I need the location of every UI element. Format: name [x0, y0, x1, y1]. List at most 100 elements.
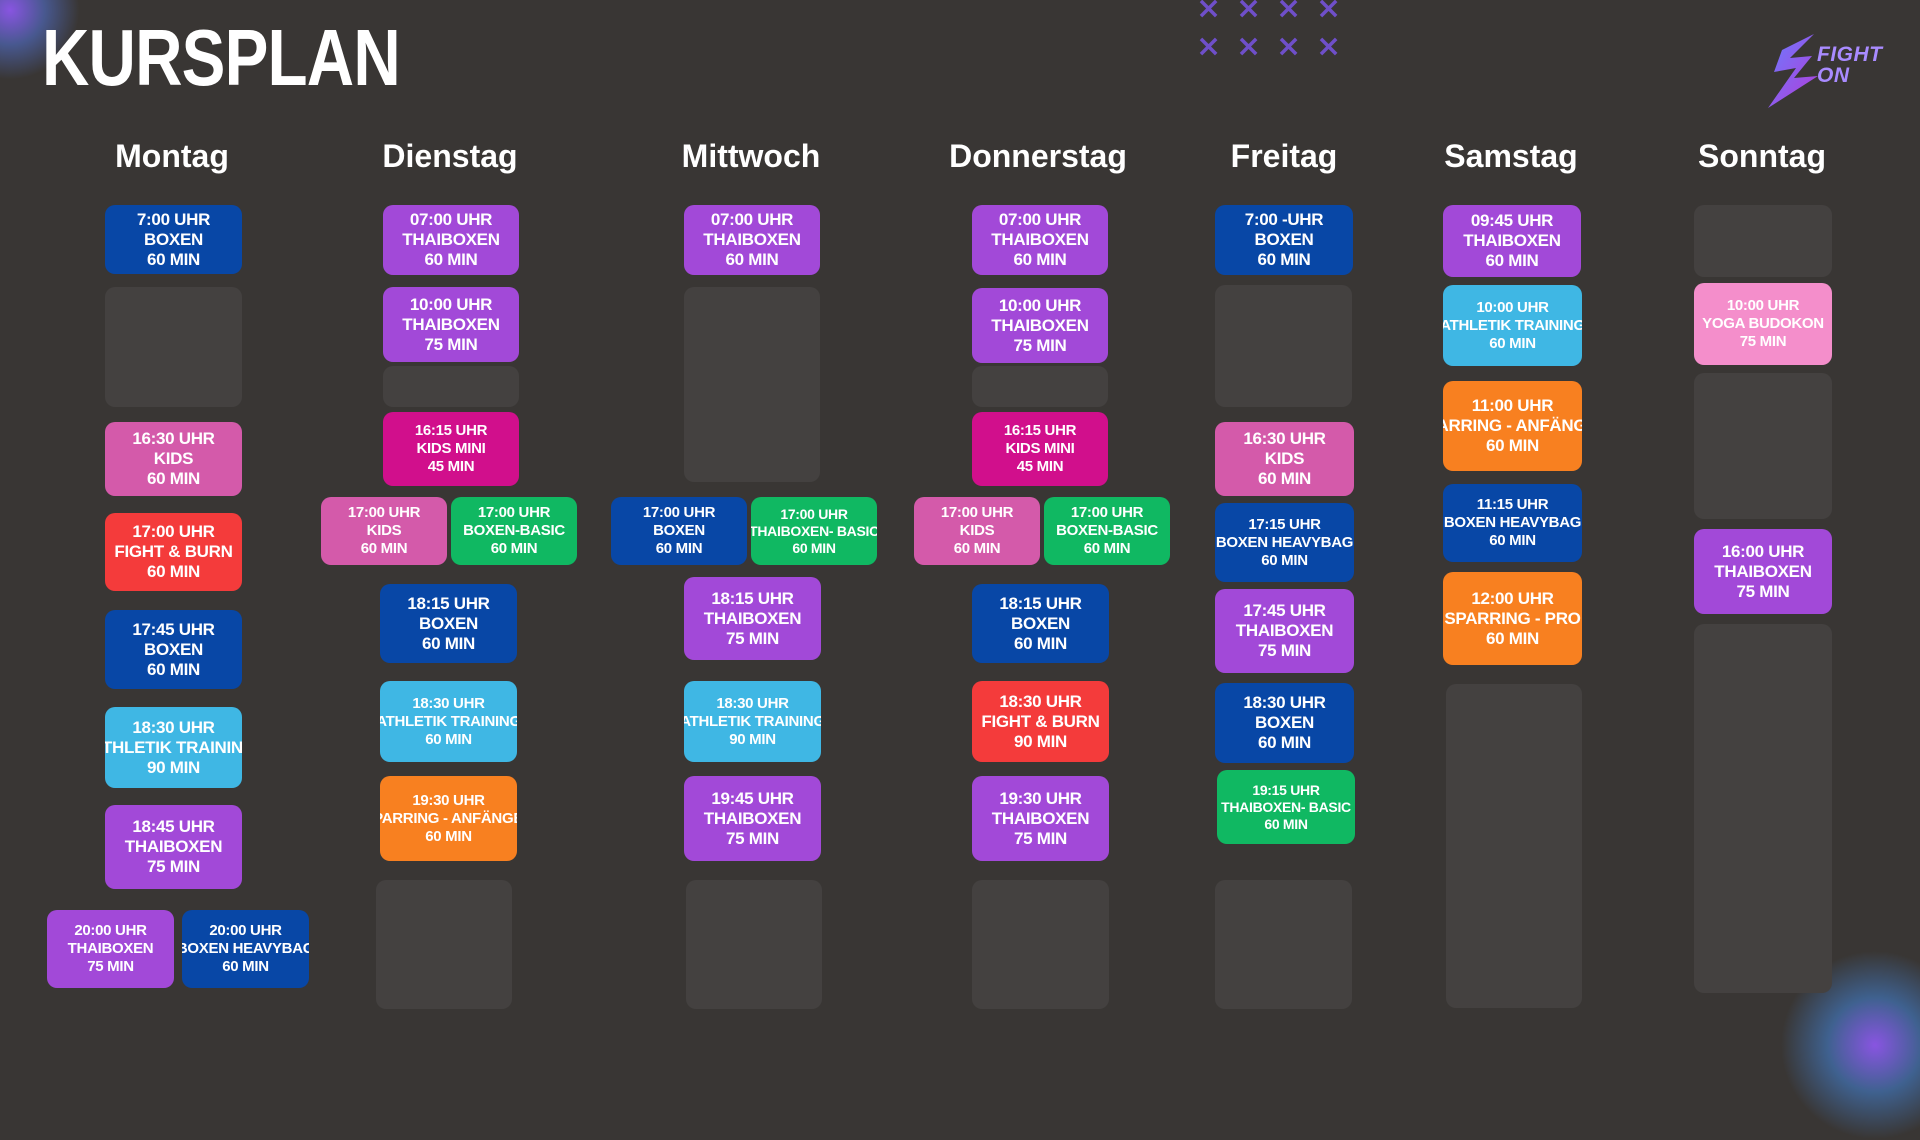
class-duration: 75 MIN — [1258, 641, 1311, 660]
class-time: 07:00 UHR — [710, 210, 794, 229]
class-time: 18:30 UHR — [412, 694, 485, 712]
class-time: 19:30 UHR — [412, 791, 485, 809]
empty-slot — [1694, 624, 1832, 993]
class-duration: 60 MIN — [953, 540, 1001, 557]
class-duration: 75 MIN — [424, 334, 478, 354]
class-time: 17:15 UHR — [1248, 515, 1321, 533]
class-duration: 75 MIN — [1013, 335, 1067, 355]
class-duration: 60 MIN — [725, 250, 779, 269]
class-name: THAIBOXEN- BASIC — [751, 522, 877, 539]
class-time: 12:00 UHR — [1471, 588, 1554, 608]
class-name: THAIBOXEN — [1714, 561, 1812, 581]
class-time: 11:15 UHR — [1476, 496, 1549, 513]
logo-text-fight: FIGHT — [1817, 43, 1883, 66]
class-duration: 45 MIN — [1016, 458, 1064, 475]
decorative-cross-pattern: ×××× ×××× — [1196, 0, 1342, 64]
class-name: SPARRING - PRO — [1444, 608, 1581, 628]
class-time: 07:00 UHR — [409, 210, 493, 229]
class-duration: 60 MIN — [425, 827, 472, 845]
class-name: KIDS — [153, 449, 194, 468]
class-name: THAIBOXEN — [402, 230, 500, 249]
class-name: KIDS — [1264, 449, 1305, 468]
day-header-montag: Montag — [115, 138, 229, 174]
class-time: 19:15 UHR — [1252, 781, 1320, 798]
class-time: 18:15 UHR — [711, 588, 794, 608]
class-duration: 75 MIN — [1739, 333, 1787, 350]
class-name: THAIBOXEN — [1463, 231, 1561, 250]
class-duration: 60 MIN — [792, 539, 836, 556]
class-name: ATHLETIK TRAINING — [105, 737, 242, 757]
empty-slot — [105, 287, 242, 407]
class-duration: 60 MIN — [1258, 733, 1311, 752]
class-name: YOGA BUDOKON — [1702, 315, 1824, 332]
class-time: 18:30 UHR — [1243, 693, 1326, 712]
class-duration: 60 MIN — [1258, 469, 1311, 488]
empty-slot — [1215, 285, 1352, 407]
day-header-dienstag: Dienstag — [382, 138, 518, 174]
class-time: 19:45 UHR — [711, 788, 794, 808]
empty-slot — [383, 366, 519, 407]
class-time: 18:15 UHR — [407, 593, 490, 613]
class-time: 20:00 UHR — [74, 922, 147, 939]
class-time: 07:00 UHR — [998, 210, 1082, 229]
class-duration: 60 MIN — [360, 540, 408, 557]
day-header-freitag: Freitag — [1230, 138, 1338, 174]
class-time: 16:15 UHR — [1003, 422, 1077, 439]
class-name: SPARRING - ANFÄNGER — [1443, 416, 1582, 435]
class-duration: 60 MIN — [422, 633, 475, 653]
class-time: 10:00 UHR — [998, 295, 1082, 315]
class-time: 18:30 UHR — [999, 691, 1082, 711]
empty-slot — [1215, 880, 1352, 1009]
class-duration: 75 MIN — [1736, 581, 1790, 601]
day-header-sonntag: Sonntag — [1698, 138, 1826, 174]
empty-slot — [376, 880, 512, 1009]
class-time: 17:00 UHR — [1070, 504, 1144, 521]
class-time: 11:00 UHR — [1471, 396, 1554, 415]
class-time: 17:00 UHR — [642, 504, 716, 521]
class-time: 17:00 UHR — [477, 504, 551, 521]
